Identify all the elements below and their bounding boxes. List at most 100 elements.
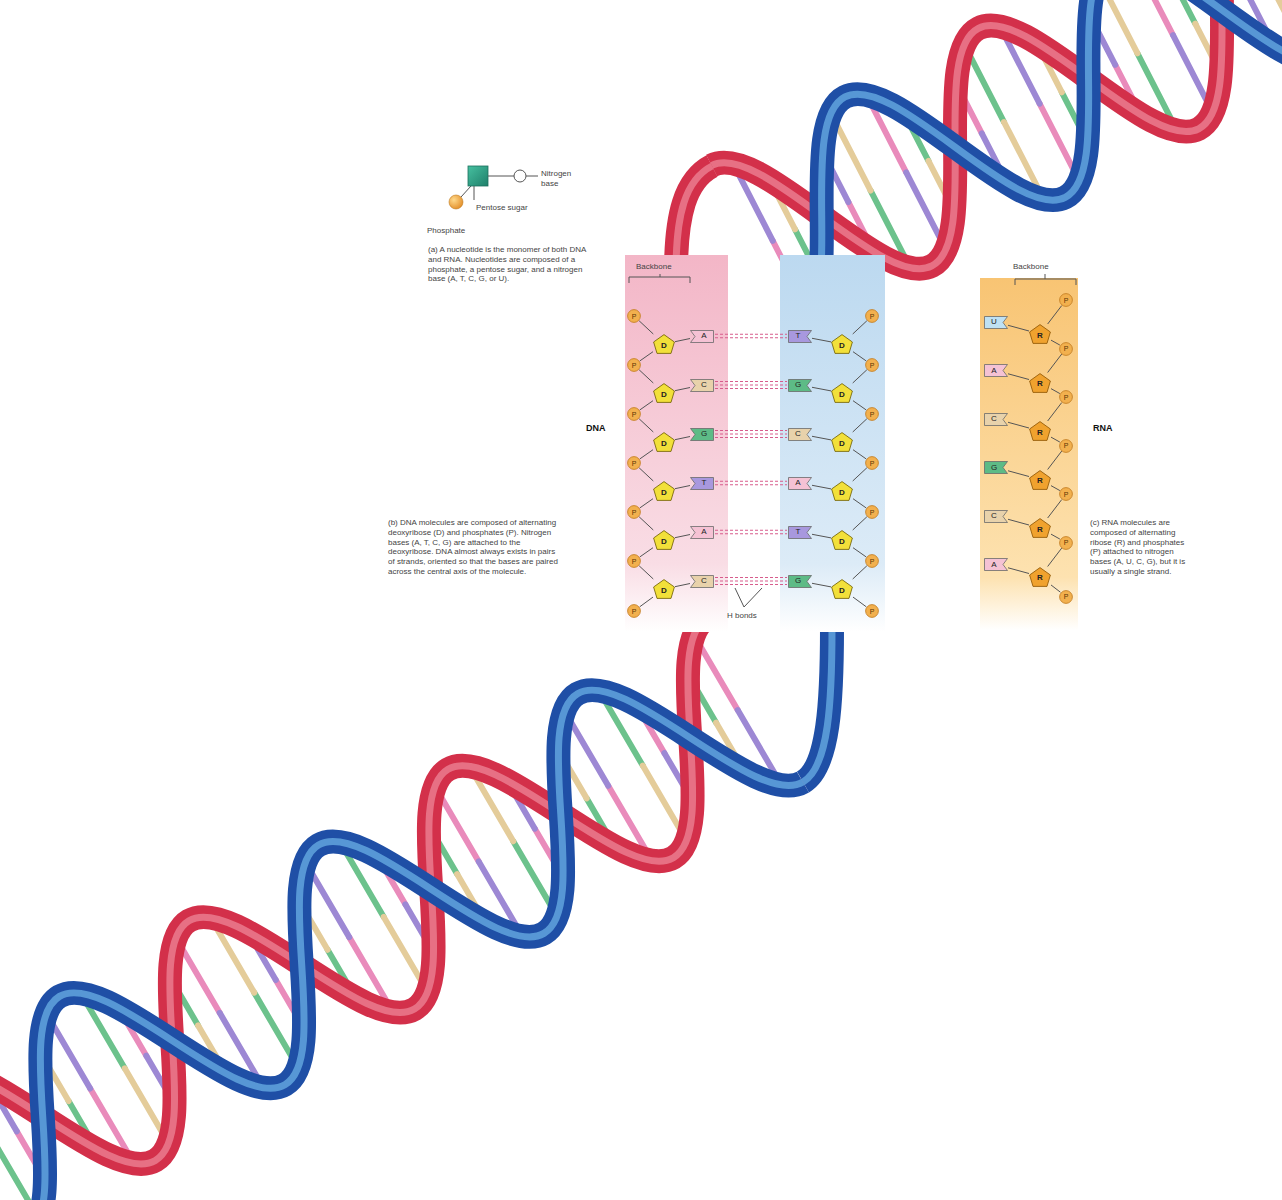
node-text: P	[870, 608, 875, 615]
sugar-shape	[1030, 325, 1051, 344]
base-shape	[789, 330, 812, 342]
deoxyribose-pentagon: D	[653, 334, 675, 354]
leader-line	[474, 186, 475, 200]
phosphate-shape	[628, 310, 641, 323]
hydrogen-bond-dash	[715, 481, 787, 482]
node-text: D	[839, 342, 845, 350]
sugar-shape	[1030, 373, 1051, 392]
phosphate-shape	[628, 408, 641, 421]
bond-line	[461, 186, 471, 197]
deoxyribose-pentagon: D	[831, 334, 853, 354]
node-text: C	[701, 381, 707, 389]
deoxyribose-pentagon: D	[653, 432, 675, 452]
phosphate-circle: P	[627, 407, 641, 421]
backbone-bond	[853, 419, 867, 432]
backbone-bond	[675, 388, 690, 391]
node-text: R	[1037, 429, 1043, 437]
node-text: C	[991, 415, 997, 423]
sugar-shape	[1030, 470, 1051, 489]
phosphate-circle: P	[627, 554, 641, 568]
node-text: A	[991, 561, 996, 569]
sugar-shape	[832, 531, 853, 550]
phosphate-circle: P	[1059, 590, 1073, 604]
node-text: C	[795, 430, 801, 438]
backbone-bond	[640, 499, 653, 508]
nitrogen-base-tag: G	[690, 428, 714, 441]
base-shape	[691, 477, 714, 489]
phosphate-circle: P	[627, 604, 641, 618]
backbone-bond	[853, 517, 867, 530]
hydrogen-bond-dash	[715, 530, 787, 531]
hydrogen-bond-dash	[715, 385, 787, 386]
node-text: P	[1064, 491, 1069, 498]
phosphate-shape	[628, 555, 641, 568]
nitrogen-base-symbol	[514, 170, 526, 182]
base-shape	[985, 316, 1008, 328]
backbone-bond	[1008, 374, 1029, 380]
h-bond-label: H bonds	[727, 611, 757, 621]
caption-text: (c) RNA molecules are composed of altern…	[1090, 518, 1190, 577]
backbone-bond	[1008, 471, 1029, 477]
backbone-bond	[675, 339, 690, 342]
node-text: R	[1037, 477, 1043, 485]
node-text: T	[796, 332, 801, 340]
backbone-bond	[640, 352, 653, 361]
phosphate-circle: P	[865, 456, 879, 470]
backbone-bond	[639, 517, 653, 530]
base-shape	[985, 559, 1008, 571]
phosphate-circle: P	[1059, 342, 1073, 356]
molecule-label: RNA	[1093, 423, 1113, 434]
base-shape	[691, 428, 714, 440]
node-text: U	[991, 318, 997, 326]
backbone-bond	[1048, 306, 1062, 324]
node-text: D	[661, 587, 667, 595]
node-text: P	[1064, 593, 1069, 600]
phosphate-circle: P	[865, 309, 879, 323]
phosphate-shape	[1060, 536, 1073, 549]
phosphate-circle: P	[865, 358, 879, 372]
leader-line	[526, 176, 538, 177]
sugar-shape	[1030, 422, 1051, 441]
phosphate-circle: P	[1059, 536, 1073, 550]
node-text: D	[661, 342, 667, 350]
backbone-bond	[639, 419, 653, 432]
backbone-bond	[1008, 568, 1029, 574]
hydrogen-bond-dash	[715, 334, 787, 335]
part-label: Phosphate	[427, 226, 465, 236]
phosphate-circle: P	[865, 407, 879, 421]
node-text: G	[991, 464, 997, 472]
red-ribbon-highlight	[0, 618, 803, 1200]
backbone-bond	[675, 584, 690, 587]
caption-text: (a) A nucleotide is the monomer of both …	[428, 245, 600, 284]
backbone-bond	[1051, 389, 1060, 394]
h-bond-leader	[735, 588, 762, 607]
base-shape	[985, 510, 1008, 522]
node-text: G	[701, 430, 707, 438]
base-shape	[789, 526, 812, 538]
node-text: D	[661, 538, 667, 546]
backbone-bond	[1008, 519, 1029, 525]
backbone-bracket	[1015, 274, 1076, 285]
nitrogen-base-tag: C	[984, 413, 1008, 426]
node-text: P	[870, 558, 875, 565]
part-label: Pentose sugar	[476, 203, 528, 213]
backbone-bracket	[629, 274, 690, 283]
node-text: P	[870, 411, 875, 418]
phosphate-shape	[1060, 342, 1073, 355]
backbone-bond	[1051, 486, 1060, 491]
backbone-bond	[639, 321, 653, 334]
phosphate-shape	[1060, 439, 1073, 452]
hydrogen-bond-dash	[715, 337, 787, 338]
backbone-bond	[639, 566, 653, 579]
node-text: D	[661, 489, 667, 497]
node-text: D	[839, 391, 845, 399]
node-text: D	[839, 489, 845, 497]
backbone-bond	[853, 468, 867, 481]
node-text: P	[632, 362, 637, 369]
red-ribbon	[0, 618, 803, 1200]
backbone-bond	[1048, 354, 1062, 372]
sugar-shape	[832, 384, 853, 403]
base-shape	[985, 413, 1008, 425]
phosphate-shape	[866, 506, 879, 519]
hydrogen-bond-dash	[715, 434, 787, 435]
